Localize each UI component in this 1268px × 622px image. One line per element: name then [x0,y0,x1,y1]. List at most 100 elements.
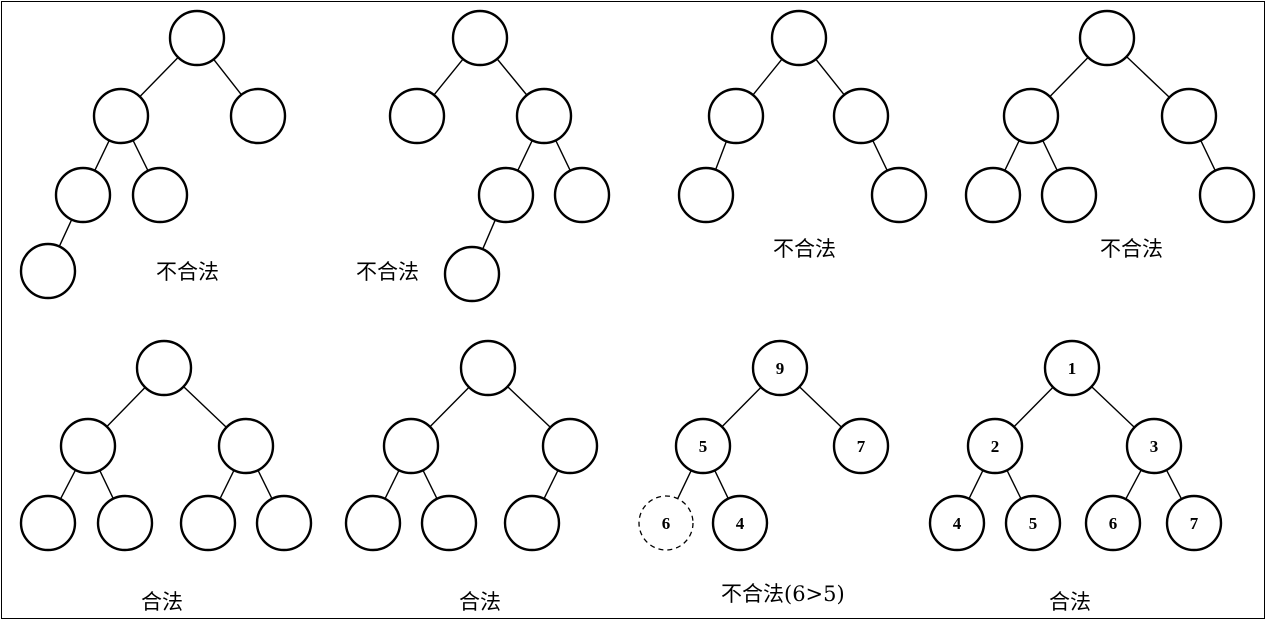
tree-node [1084,494,1142,552]
tree-edge [1126,56,1170,98]
tree-edge [59,469,77,500]
tree-edge [106,386,146,428]
tree-caption: 不合法 [773,237,836,261]
tree-caption: 合法 [1049,590,1091,614]
tree-edge [555,140,571,171]
node-label: 6 [662,514,671,533]
tree-node [59,417,117,475]
tree-node [344,494,402,552]
tree-node [459,339,517,397]
tree-caption: 合法 [141,590,183,614]
node-label: 6 [1109,514,1118,533]
tree-edge [132,139,149,172]
tree-node [54,166,112,224]
tree-edge [1200,140,1216,171]
tree-1 [19,9,287,300]
tree-edge [1049,56,1089,98]
tree-7: 9 5 7 6 4 [638,339,890,552]
tree-edge [872,140,888,171]
tree-node [420,494,478,552]
tree-edge [968,469,984,500]
node-label: 7 [857,437,866,456]
tree-node [677,166,735,224]
tree-node [19,494,77,552]
tree-edge [496,58,528,96]
tree-node [1040,166,1098,224]
node-label: 7 [1190,514,1199,533]
tree-node [707,87,765,145]
tree-node [1043,339,1101,397]
tree-edge [384,469,400,500]
tree-node [19,242,77,300]
tree-node [711,494,769,552]
node-label: 4 [736,514,745,533]
tree-edge [482,219,496,250]
tree-node [1002,87,1060,145]
tree-edge [798,386,843,428]
tree-node [515,87,573,145]
tree-node [870,166,928,224]
tree-edge [1091,386,1135,428]
tree-3 [677,9,928,224]
tree-caption: 合法 [459,590,501,614]
tree-edge [433,58,464,96]
tree-edge [1004,140,1020,171]
node-label: 4 [953,514,962,533]
tree-edge [219,469,235,500]
tree-caption: 不合法 [356,260,419,284]
tree-node [1004,494,1062,552]
node-label: 9 [776,359,785,378]
tree-edge [1125,469,1142,500]
tree-edge [94,140,110,171]
tree-edge [257,469,273,500]
tree-edge [99,470,114,499]
tree-node [477,166,535,224]
tree-edge [677,470,692,499]
tree-node [131,166,189,224]
tree-node [92,87,150,145]
tree-node [553,166,611,224]
tree-node [503,494,561,552]
tree-edge [714,470,729,499]
tree-node [451,9,509,67]
tree-node [179,494,237,552]
tree-node [217,417,275,475]
tree-node [382,417,440,475]
tree-node [1165,494,1223,552]
tree-5 [19,339,313,552]
tree-node [751,339,809,397]
tree-caption: 不合法 [156,260,219,284]
node-label: 5 [699,437,708,456]
tree-node [96,494,154,552]
tree-edge [429,386,470,428]
dashed-tree-node [638,495,694,551]
tree-node [964,166,1022,224]
tree-node [832,87,890,145]
tree-node [966,417,1024,475]
tree-node [770,9,828,67]
tree-4 [964,9,1256,224]
tree-edge [543,469,559,500]
tree-edge [815,58,845,96]
tree-edge [1006,469,1022,500]
tree-node [541,417,599,475]
tree-caption: 不合法 [1100,237,1163,261]
tree-node [1078,9,1136,67]
tree-edge [183,386,227,428]
node-label: 5 [1029,514,1038,533]
tree-node [928,494,986,552]
tree-node [674,417,732,475]
tree-edge [58,219,73,247]
tree-node [229,87,287,145]
node-label: 3 [1150,437,1159,456]
tree-node [388,87,446,145]
tree-edge [422,469,438,500]
tree-6 [344,339,599,552]
tree-edge [517,140,533,171]
tree-node [1160,87,1218,145]
tree-edge [1042,140,1058,171]
tree-node [135,339,193,397]
